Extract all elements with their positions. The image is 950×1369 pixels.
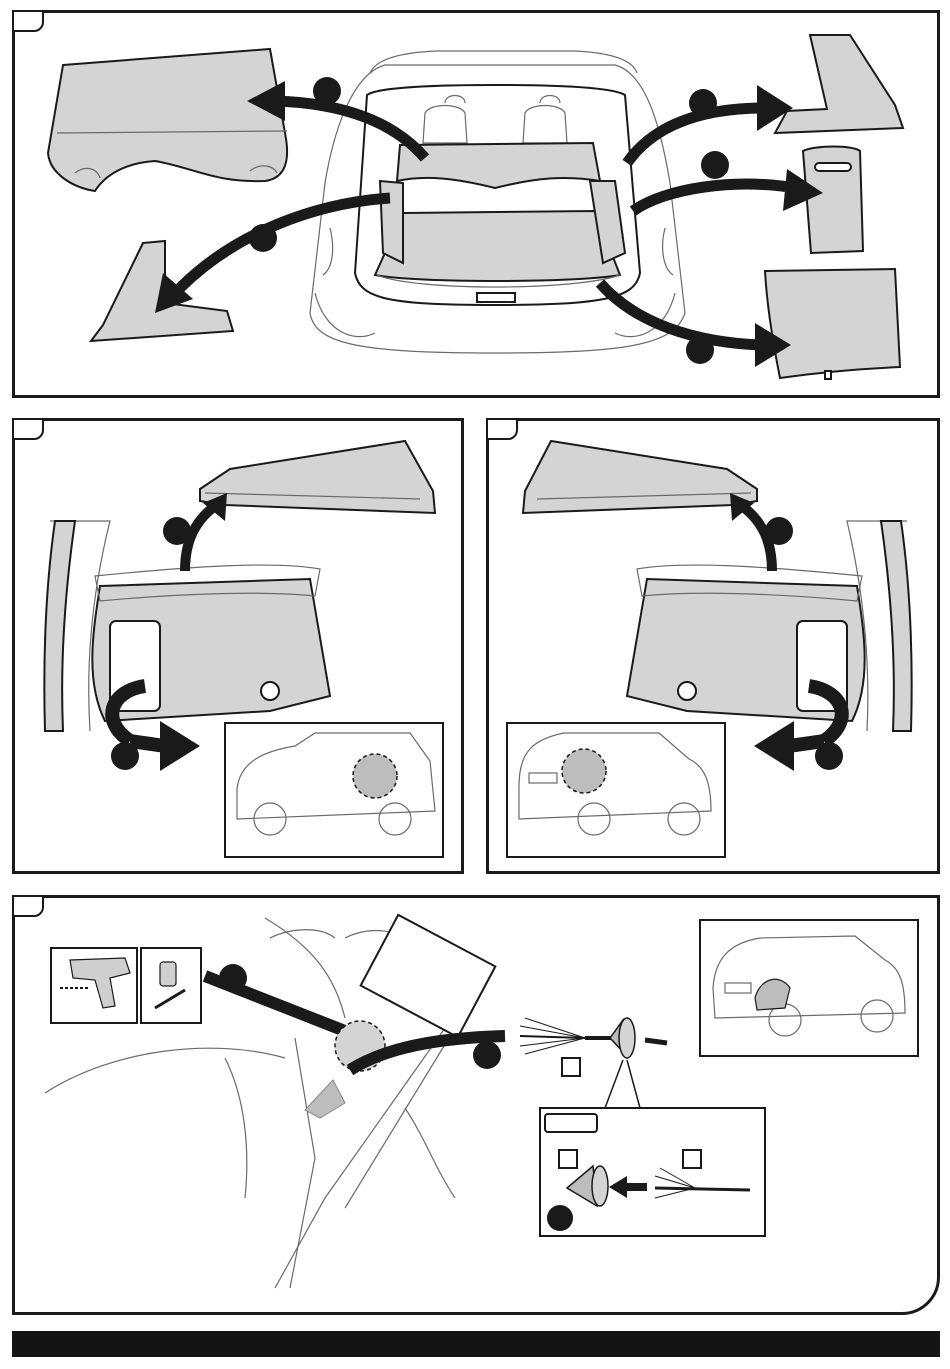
side-shelf-part	[523, 441, 757, 513]
wiring-grommet-diagram	[15, 898, 943, 1318]
panel-bottom	[12, 895, 940, 1315]
panel-middle-left	[12, 418, 464, 874]
panel-top	[12, 10, 940, 398]
floor-board-part	[765, 269, 900, 378]
car-location-inset	[700, 920, 918, 1056]
trunk-removal-diagram	[15, 13, 943, 401]
right-trim-removal-diagram	[489, 421, 943, 877]
side-shelf-part	[200, 441, 435, 513]
car-location-inset	[507, 723, 725, 857]
left-trim-removal-diagram	[15, 421, 467, 877]
right-trim-part	[775, 35, 903, 133]
grommet-icon	[610, 1018, 635, 1058]
panel-middle-right	[486, 418, 940, 874]
car-location-inset	[225, 723, 443, 857]
footer-bar	[12, 1331, 940, 1357]
wire-harness-icon	[520, 1018, 667, 1054]
